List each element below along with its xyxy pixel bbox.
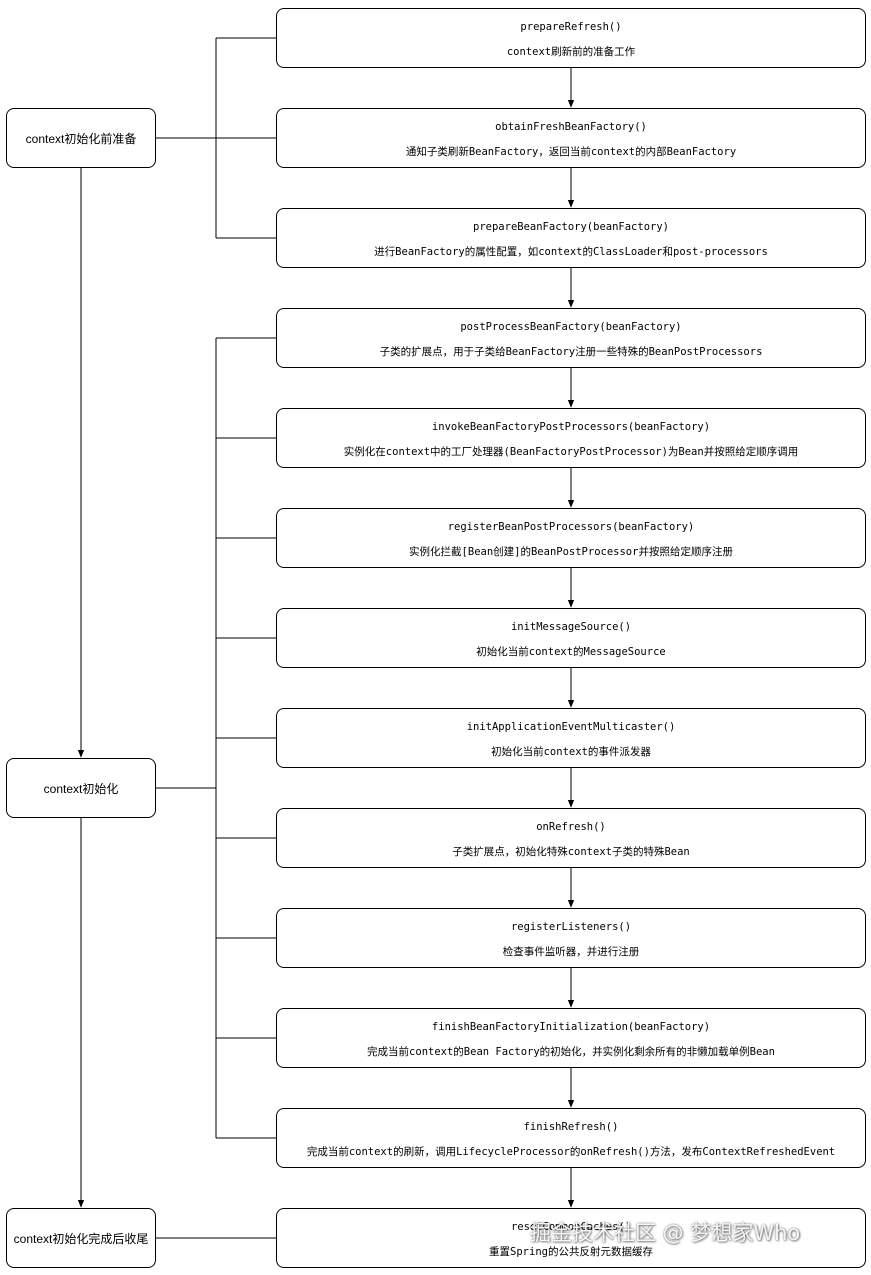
step-description: 实例化在context中的工厂处理器(BeanFactoryPostProces… (343, 446, 799, 458)
step-description: 实例化拦截[Bean创建]的BeanPostProcessor并按照给定顺序注册 (409, 546, 733, 558)
step-box: invokeBeanFactoryPostProcessors(beanFact… (276, 408, 866, 468)
step-box: registerBeanPostProcessors(beanFactory) 实… (276, 508, 866, 568)
step-method: prepareBeanFactory(beanFactory) (473, 221, 669, 233)
step-description: 重置Spring的公共反射元数据缓存 (489, 1246, 653, 1258)
step-method: registerListeners() (510, 921, 632, 933)
step-method: initMessageSource() (510, 621, 632, 633)
step-description: 子类的扩展点，用于子类给BeanFactory注册一些特殊的BeanPostPr… (379, 346, 763, 358)
step-box: finishRefresh() 完成当前context的刷新，调用Lifecycl… (276, 1108, 866, 1168)
step-description: 检查事件监听器，并进行注册 (502, 946, 640, 958)
step-box: resetCommonCaches() 重置Spring的公共反射元数据缓存 (276, 1208, 866, 1268)
step-box: obtainFreshBeanFactory() 通知子类刷新BeanFactor… (276, 108, 866, 168)
step-description: 通知子类刷新BeanFactory，返回当前context的内部BeanFact… (405, 146, 737, 158)
step-description: 初始化当前context的事件派发器 (491, 746, 651, 758)
step-box: finishBeanFactoryInitialization(beanFact… (276, 1008, 866, 1068)
step-method: postProcessBeanFactory(beanFactory) (460, 321, 682, 333)
step-box: postProcessBeanFactory(beanFactory) 子类的扩展… (276, 308, 866, 368)
step-box: registerListeners() 检查事件监听器，并进行注册 (276, 908, 866, 968)
step-method: invokeBeanFactoryPostProcessors(beanFact… (431, 421, 711, 433)
step-description: 进行BeanFactory的属性配置，如context的ClassLoader和… (374, 246, 768, 258)
step-box: initMessageSource() 初始化当前context的MessageS… (276, 608, 866, 668)
step-description: context刷新前的准备工作 (506, 46, 636, 58)
step-box: prepareRefresh() context刷新前的准备工作 (276, 8, 866, 68)
step-method: prepareRefresh() (520, 21, 622, 33)
step-description: 完成当前context的刷新，调用LifecycleProcessor的onRe… (306, 1146, 836, 1158)
step-method: finishRefresh() (523, 1121, 619, 1133)
step-method: obtainFreshBeanFactory() (495, 121, 647, 133)
stage-box-pre: context初始化前准备 (6, 108, 156, 168)
step-method: onRefresh() (536, 821, 606, 833)
step-method: initApplicationEventMulticaster() (466, 721, 676, 733)
step-box: onRefresh() 子类扩展点，初始化特殊context子类的特殊Bean (276, 808, 866, 868)
step-method: registerBeanPostProcessors(beanFactory) (447, 521, 695, 533)
step-description: 完成当前context的Bean Factory的初始化，并实例化剩余所有的非懒… (367, 1046, 775, 1058)
step-description: 子类扩展点，初始化特殊context子类的特殊Bean (452, 846, 690, 858)
step-box: initApplicationEventMulticaster() 初始化当前co… (276, 708, 866, 768)
step-method: resetCommonCaches() (510, 1221, 632, 1233)
step-box: prepareBeanFactory(beanFactory) 进行BeanFac… (276, 208, 866, 268)
stage-box-init: context初始化 (6, 758, 156, 818)
step-method: finishBeanFactoryInitialization(beanFact… (431, 1021, 711, 1033)
step-description: 初始化当前context的MessageSource (476, 646, 666, 658)
stage-box-post: context初始化完成后收尾 (6, 1208, 156, 1268)
